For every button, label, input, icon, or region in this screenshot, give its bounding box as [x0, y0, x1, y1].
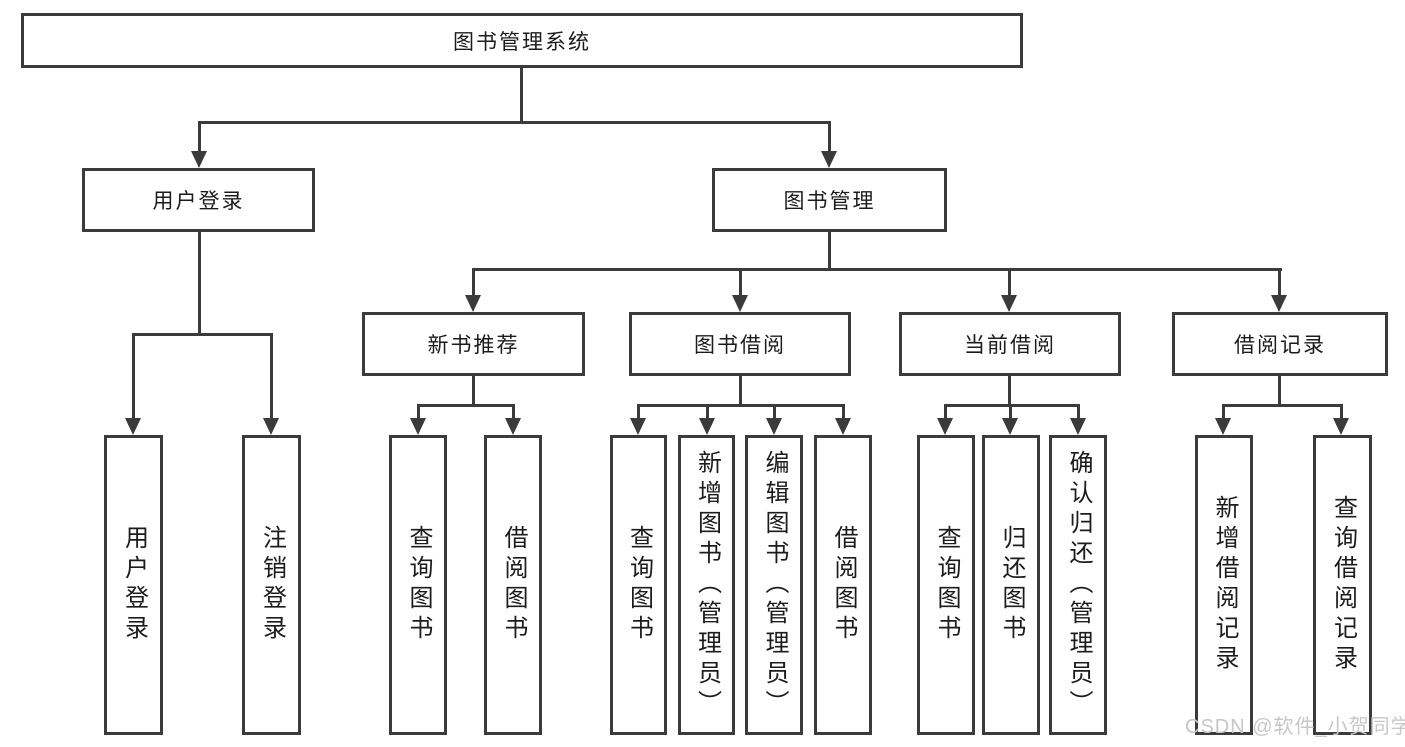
- connector-drop-current-borrow: [1008, 268, 1011, 297]
- leaf-user-login: 用户登录: [104, 435, 163, 735]
- connector-drop-leaf: [1222, 404, 1225, 420]
- leaf-query-books-borrow-label: 查询图书: [625, 525, 653, 645]
- arrow-down-icon: [699, 418, 715, 435]
- leaf-query-borrow-record-label: 查询借阅记录: [1329, 495, 1357, 675]
- connector-drop-book-management: [828, 121, 831, 154]
- connector-drop-leaf: [842, 404, 845, 420]
- leaf-add-borrow-record-label: 新增借阅记录: [1211, 495, 1238, 675]
- leaf-borrow-books-label: 借阅图书: [830, 525, 857, 645]
- node-library-system-label: 图书管理系统: [453, 30, 591, 54]
- leaf-query-borrow-record: 查询借阅记录: [1313, 435, 1372, 735]
- arrow-down-icon: [630, 418, 646, 435]
- connector-drop-leaf: [512, 404, 515, 420]
- connector-drop-leaf: [773, 404, 776, 420]
- connector-records-rail: [1222, 404, 1343, 407]
- leaf-borrow-books: 借阅图书: [814, 435, 872, 735]
- arrow-down-icon: [263, 418, 279, 435]
- connector-borrow-stub: [739, 374, 742, 407]
- node-borrow-records: 借阅记录: [1172, 312, 1388, 376]
- arrow-down-icon: [1271, 295, 1287, 312]
- leaf-add-borrow-record: 新增借阅记录: [1195, 435, 1253, 735]
- arrow-down-icon: [1333, 418, 1349, 435]
- node-book-borrow: 图书借阅: [629, 312, 851, 376]
- node-new-book-recommend: 新书推荐: [362, 312, 585, 376]
- leaf-logout-label: 注销登录: [258, 525, 286, 645]
- arrow-down-icon: [821, 151, 837, 168]
- connector-user-login-rail: [132, 333, 273, 336]
- connector-root-stub: [520, 67, 523, 124]
- arrow-down-icon: [1002, 418, 1018, 435]
- connector-book-management-stub: [828, 230, 831, 271]
- leaf-confirm-return-admin: 确认归还（管理员）: [1049, 435, 1107, 735]
- arrow-down-icon: [125, 418, 141, 435]
- leaf-query-books-current-label: 查询图书: [933, 525, 960, 645]
- leaf-borrow-books-recommend-label: 借阅图书: [500, 525, 527, 645]
- leaf-query-books-recommend: 查询图书: [389, 435, 447, 735]
- connector-user-login-stub: [198, 230, 201, 336]
- leaf-confirm-return-admin-label: 确认归还（管理员）: [1065, 450, 1092, 720]
- node-current-borrow: 当前借阅: [899, 312, 1121, 376]
- connector-level2-rail: [472, 268, 1282, 271]
- node-book-management: 图书管理: [712, 168, 947, 232]
- arrow-down-icon: [191, 151, 207, 168]
- connector-borrow-rail: [637, 404, 845, 407]
- node-user-login: 用户登录: [82, 168, 315, 232]
- arrow-down-icon: [766, 418, 782, 435]
- leaf-add-book-admin-label: 新增图书（管理员）: [693, 450, 721, 720]
- node-book-management-label: 图书管理: [783, 190, 876, 213]
- connector-drop-leaf: [1009, 404, 1012, 420]
- connector-drop-leaf-logout: [270, 333, 273, 421]
- connector-recommend-stub: [472, 374, 475, 407]
- arrow-down-icon: [1001, 295, 1017, 312]
- connector-drop-leaf: [944, 404, 947, 420]
- node-current-borrow-label: 当前借阅: [964, 334, 1056, 357]
- connector-level1-rail: [198, 121, 831, 124]
- arrow-down-icon: [1070, 418, 1086, 435]
- connector-drop-leaf-user-login: [132, 333, 135, 421]
- leaf-edit-book-admin: 编辑图书（管理员）: [745, 435, 803, 735]
- leaf-logout: 注销登录: [242, 435, 301, 735]
- connector-drop-leaf: [706, 404, 709, 420]
- connector-drop-borrow-records: [1278, 268, 1281, 297]
- leaf-query-books-recommend-label: 查询图书: [405, 525, 432, 645]
- node-user-login-label: 用户登录: [152, 190, 245, 213]
- arrow-down-icon: [465, 295, 481, 312]
- connector-drop-new-book-recommend: [472, 268, 475, 297]
- connector-current-rail: [944, 404, 1080, 407]
- arrow-down-icon: [410, 418, 426, 435]
- node-borrow-records-label: 借阅记录: [1234, 334, 1326, 357]
- arrow-down-icon: [505, 418, 521, 435]
- node-library-system: 图书管理系统: [21, 13, 1023, 68]
- leaf-edit-book-admin-label: 编辑图书（管理员）: [761, 450, 788, 720]
- node-book-borrow-label: 图书借阅: [694, 334, 786, 357]
- arrow-down-icon: [835, 418, 851, 435]
- leaf-borrow-books-recommend: 借阅图书: [484, 435, 542, 735]
- connector-drop-leaf: [637, 404, 640, 420]
- leaf-return-book: 归还图书: [982, 435, 1040, 735]
- arrow-down-icon: [732, 295, 748, 312]
- connector-drop-user-login: [198, 121, 201, 154]
- connector-drop-leaf: [1340, 404, 1343, 420]
- connector-recommend-rail: [417, 404, 515, 407]
- connector-drop-book-borrow: [739, 268, 742, 297]
- connector-drop-leaf: [417, 404, 420, 420]
- arrow-down-icon: [937, 418, 953, 435]
- connector-records-stub: [1278, 374, 1281, 407]
- leaf-user-login-label: 用户登录: [120, 525, 148, 645]
- leaf-query-books-borrow: 查询图书: [610, 435, 667, 735]
- connector-drop-leaf: [1077, 404, 1080, 420]
- watermark: CSDN @软件_小贺同学: [1185, 716, 1405, 738]
- leaf-query-books-current: 查询图书: [917, 435, 975, 735]
- leaf-add-book-admin: 新增图书（管理员）: [678, 435, 735, 735]
- node-new-book-recommend-label: 新书推荐: [427, 334, 520, 357]
- arrow-down-icon: [1215, 418, 1231, 435]
- connector-current-stub: [1008, 374, 1011, 407]
- leaf-return-book-label: 归还图书: [998, 525, 1025, 645]
